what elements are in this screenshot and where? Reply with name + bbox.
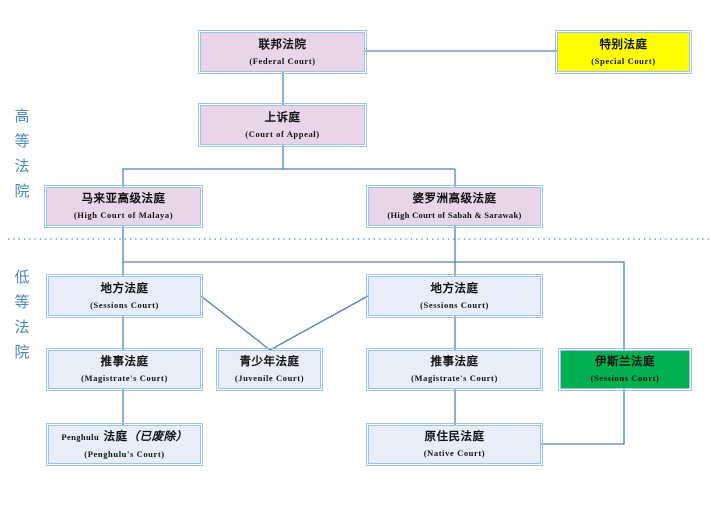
court-name-en: (High Court of Malaya) [73, 210, 174, 220]
juvenile-court-box: 青少年法庭 (Juvenile Court) [216, 348, 323, 391]
label-char: 院 [14, 343, 30, 361]
court-name-zh: 原住民法庭 [424, 429, 485, 443]
connector-bar-syariah [123, 261, 625, 350]
label-char: 高 [14, 107, 30, 125]
court-name-en: (Sessions Court) [420, 299, 489, 310]
connector-sessions-juvenile [200, 295, 369, 351]
court-name-line: Penghulu 法庭（已废除） [61, 429, 187, 445]
magistrates-court-right-box: 推事法庭 (Magistrate's Court) [366, 348, 543, 391]
court-name-zh: 地方法庭 [430, 280, 479, 295]
special-court-box: 特别法庭 (Special Court) [555, 30, 692, 74]
court-name-zh: 马来亚高级法庭 [81, 191, 166, 205]
sessions-court-right-box: 地方法庭 (Sessions Court) [366, 274, 543, 318]
federal-court-box: 联邦法院 (Federal Court) [198, 30, 367, 74]
label-char: 等 [14, 132, 30, 150]
court-name-latin: Penghulu [61, 431, 100, 442]
court-name-en: (Juvenile Court) [234, 373, 305, 383]
court-name-zh: 特别法庭 [599, 36, 648, 51]
court-name-en: (Court of Appeal) [245, 128, 320, 139]
court-name-zh: 联邦法院 [258, 36, 307, 51]
label-char: 低 [14, 268, 30, 286]
abolished-note: （已废除） [127, 428, 188, 443]
high-court-sabah-sarawak-box: 婆罗洲高级法庭 (High Court of Sabah & Sarawak) [366, 185, 543, 228]
native-court-box: 原住民法庭 (Native Court) [366, 423, 543, 466]
subordinate-courts-label: 低 等 法 院 [12, 265, 32, 365]
court-name-zh: 青少年法庭 [239, 354, 300, 368]
court-name-en: (Penghulu's Court) [84, 448, 165, 459]
court-name-en: (Magistrate's Court) [81, 373, 168, 383]
court-name-en: (Magistrate's Court) [411, 373, 498, 383]
penghulu-court-box: Penghulu 法庭（已废除） (Penghulu's Court) [46, 423, 203, 466]
court-name-zh: 法庭 [103, 428, 128, 443]
magistrates-court-left-box: 推事法庭 (Magistrate's Court) [46, 348, 203, 391]
court-name-en: (Native Court) [423, 448, 486, 458]
superior-courts-label: 高 等 法 院 [12, 104, 32, 204]
court-name-en: (High Court of Sabah & Sarawak) [387, 210, 522, 220]
court-name-zh: 婆罗洲高级法庭 [412, 191, 497, 205]
label-char: 院 [14, 182, 30, 200]
connector-appeal-highcourts [122, 145, 284, 187]
label-char: 法 [14, 318, 30, 336]
court-name-zh: 推事法庭 [430, 354, 479, 368]
court-name-zh: 伊斯兰法庭 [595, 354, 655, 368]
court-name-zh: 地方法庭 [100, 280, 149, 295]
court-name-en: (Sessions Court) [90, 299, 159, 310]
court-name-zh: 推事法庭 [100, 354, 149, 368]
syariah-court-box: 伊斯兰法庭 (Sessions Court) [558, 348, 692, 391]
court-name-zh: 上诉庭 [264, 109, 301, 124]
label-char: 法 [14, 157, 30, 175]
sessions-court-left-box: 地方法庭 (Sessions Court) [46, 274, 203, 318]
court-name-en: (Special Court) [591, 55, 656, 66]
court-name-en: (Sessions Court) [590, 373, 660, 383]
label-char: 等 [14, 293, 30, 311]
high-court-malaya-box: 马来亚高级法庭 (High Court of Malaya) [44, 185, 203, 228]
court-name-en: (Federal Court) [249, 55, 316, 66]
court-of-appeal-box: 上诉庭 (Court of Appeal) [198, 103, 367, 147]
connector-syariah-native [541, 389, 625, 445]
